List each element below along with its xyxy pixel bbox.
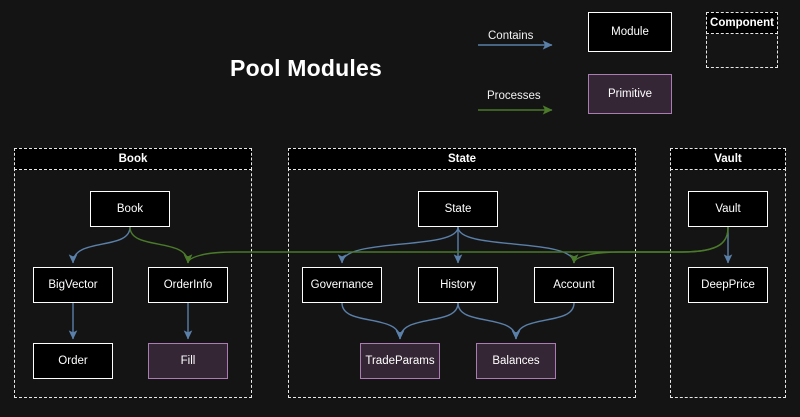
node-history[interactable]: History: [418, 267, 498, 303]
node-governance[interactable]: Governance: [302, 267, 382, 303]
node-state[interactable]: State: [418, 191, 498, 227]
page-title: Pool Modules: [230, 55, 382, 81]
node-book[interactable]: Book: [90, 191, 170, 227]
node-fill[interactable]: Fill: [148, 343, 228, 379]
node-order[interactable]: Order: [33, 343, 113, 379]
legend-processes-label: Processes: [487, 90, 541, 102]
node-deepprice[interactable]: DeepPrice: [688, 267, 768, 303]
node-tradeparams[interactable]: TradeParams: [360, 343, 440, 379]
node-orderinfo[interactable]: OrderInfo: [148, 267, 228, 303]
legend-component-label: Component: [706, 12, 778, 34]
node-account[interactable]: Account: [534, 267, 614, 303]
legend-primitive-box: Primitive: [588, 74, 672, 114]
cluster-label-vault: Vault: [670, 148, 786, 170]
node-balances[interactable]: Balances: [476, 343, 556, 379]
cluster-label-book: Book: [14, 148, 252, 170]
node-vault[interactable]: Vault: [688, 191, 768, 227]
node-bigvector[interactable]: BigVector: [33, 267, 113, 303]
legend-contains-label: Contains: [488, 30, 534, 42]
legend-module-box: Module: [588, 12, 672, 52]
cluster-label-state: State: [288, 148, 636, 170]
